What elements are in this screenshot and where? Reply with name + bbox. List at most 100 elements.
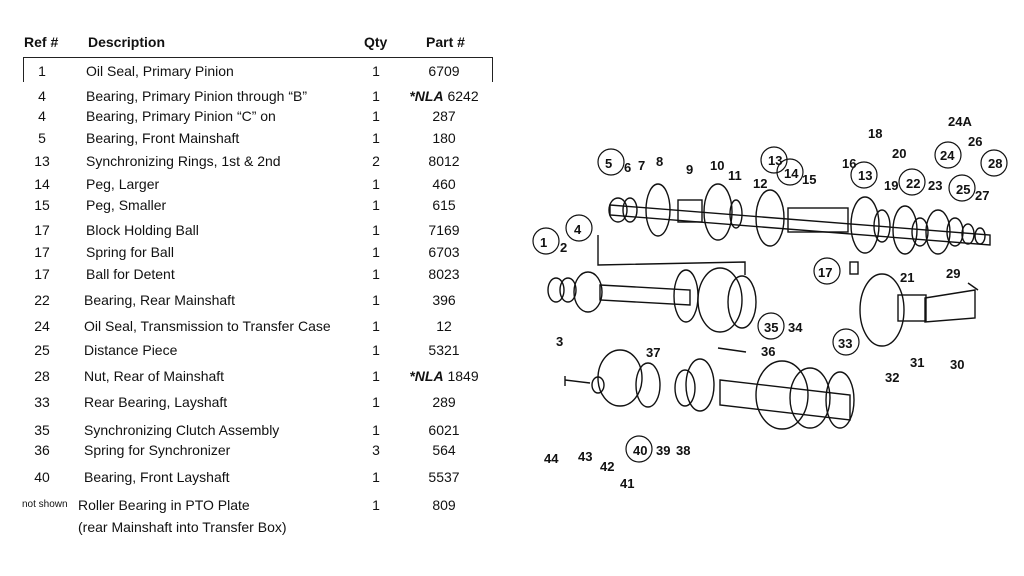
- part-number: 5321: [428, 342, 460, 358]
- callout-label: 30: [950, 357, 965, 372]
- row-part: 6703: [405, 244, 483, 260]
- row-ref: 17: [34, 266, 50, 282]
- callout-label: 34: [788, 320, 803, 335]
- header-description: Description: [88, 34, 166, 50]
- clutch-35b: [727, 275, 757, 329]
- row-description: Bearing, Front Mainshaft: [86, 130, 240, 146]
- callout-label: 40: [633, 443, 648, 458]
- plate-42: [597, 349, 643, 407]
- part-11: [729, 199, 743, 229]
- row-ref: 4: [38, 108, 46, 124]
- row-description: Spring for Ball: [86, 244, 174, 260]
- callout-label: 5: [605, 156, 613, 171]
- bolt-44: [564, 376, 591, 386]
- part-number: 6021: [428, 422, 460, 438]
- row-qty: 1: [372, 222, 380, 238]
- callout-label: 35: [764, 320, 779, 335]
- row-part: 5537: [405, 469, 483, 485]
- row-part: 564: [405, 442, 483, 458]
- callout-label: 24A: [948, 114, 972, 129]
- part-number: 460: [432, 176, 456, 192]
- header-ref: Ref #: [24, 34, 59, 50]
- row-ref: 1: [38, 63, 46, 79]
- row-description: Bearing, Primary Pinion through “B”: [86, 88, 307, 104]
- row-qty: 1: [372, 469, 380, 485]
- row-qty: 1: [372, 244, 380, 260]
- callout-label: 19: [884, 178, 899, 193]
- header-part: Part #: [426, 34, 465, 50]
- row-part: 460: [405, 176, 483, 192]
- row-part: *NLA 1849: [405, 368, 483, 384]
- gear-10: [703, 183, 733, 241]
- row-qty: 1: [372, 88, 380, 104]
- bearing-4: [573, 271, 603, 313]
- part-number: 6709: [428, 63, 460, 79]
- seal-24: [946, 217, 964, 247]
- row-qty: 1: [372, 63, 380, 79]
- part-number: 287: [432, 108, 456, 124]
- callout-label: 14: [784, 166, 799, 181]
- part-number: 12: [436, 318, 452, 334]
- row-ref: 33: [34, 394, 50, 410]
- row-ref: 24: [34, 318, 50, 334]
- callout-label: 32: [885, 370, 900, 385]
- shaft-spline: [787, 207, 849, 233]
- ring-2: [559, 277, 577, 303]
- callout-label: 23: [928, 178, 943, 193]
- part-27: [974, 227, 986, 245]
- callout-label: 6: [624, 160, 632, 175]
- part-number: 8012: [428, 153, 460, 169]
- callout-label: 29: [946, 266, 961, 281]
- part-number: 8023: [428, 266, 460, 282]
- callout-label: 21: [900, 270, 915, 285]
- row-qty: 1: [372, 422, 380, 438]
- row-description: Synchronizing Rings, 1st & 2nd: [86, 153, 281, 169]
- callout-label: 10: [710, 158, 725, 173]
- nla-flag: *NLA: [409, 368, 444, 384]
- callout-label: 18: [868, 126, 883, 141]
- row-ref: 40: [34, 469, 50, 485]
- part-31: [897, 294, 927, 322]
- bearing-33: [825, 371, 855, 429]
- row-description: Bearing, Front Layshaft: [84, 469, 230, 485]
- row-ref: 17: [34, 244, 50, 260]
- row-description: Peg, Smaller: [86, 197, 167, 213]
- shaft-30: [924, 289, 976, 323]
- callout-label: 44: [544, 451, 559, 466]
- row-qty: 1: [372, 497, 380, 513]
- row-ref: 5: [38, 130, 46, 146]
- row-qty: 1: [372, 292, 380, 308]
- row-description: Distance Piece: [84, 342, 178, 358]
- row-ref: 14: [34, 176, 50, 192]
- callout-label: 24: [940, 148, 955, 163]
- row-ref: 28: [34, 368, 50, 384]
- row-ref: not shown: [22, 499, 68, 510]
- pin-29: [967, 282, 979, 291]
- callout-label: 37: [646, 345, 661, 360]
- sync-12: [755, 189, 785, 247]
- gear-8: [645, 183, 671, 237]
- row-ref: 36: [34, 442, 50, 458]
- callout-label: 8: [656, 154, 664, 169]
- row-part: 615: [405, 197, 483, 213]
- row-description: Nut, Rear of Mainshaft: [84, 368, 225, 384]
- row-description: Synchronizing Clutch Assembly: [84, 422, 280, 438]
- row-qty: 1: [372, 318, 380, 334]
- distance-25: [961, 223, 975, 245]
- callout-label: 36: [761, 344, 776, 359]
- callout-label: 39: [656, 443, 671, 458]
- bearing-5: [608, 197, 628, 223]
- mainshaft-upper: [609, 204, 991, 246]
- callout-label: 42: [600, 459, 615, 474]
- row-description: Peg, Larger: [86, 176, 160, 192]
- callout-label: 4: [574, 222, 582, 237]
- row-description: Oil Seal, Transmission to Transfer Case: [84, 318, 331, 334]
- part-number: 564: [432, 442, 456, 458]
- row-ref: 15: [34, 197, 50, 213]
- row-description: Rear Bearing, Layshaft: [84, 394, 228, 410]
- callout-label: 17: [818, 265, 833, 280]
- primary-shaft: [599, 284, 691, 306]
- row-qty: 1: [372, 368, 380, 384]
